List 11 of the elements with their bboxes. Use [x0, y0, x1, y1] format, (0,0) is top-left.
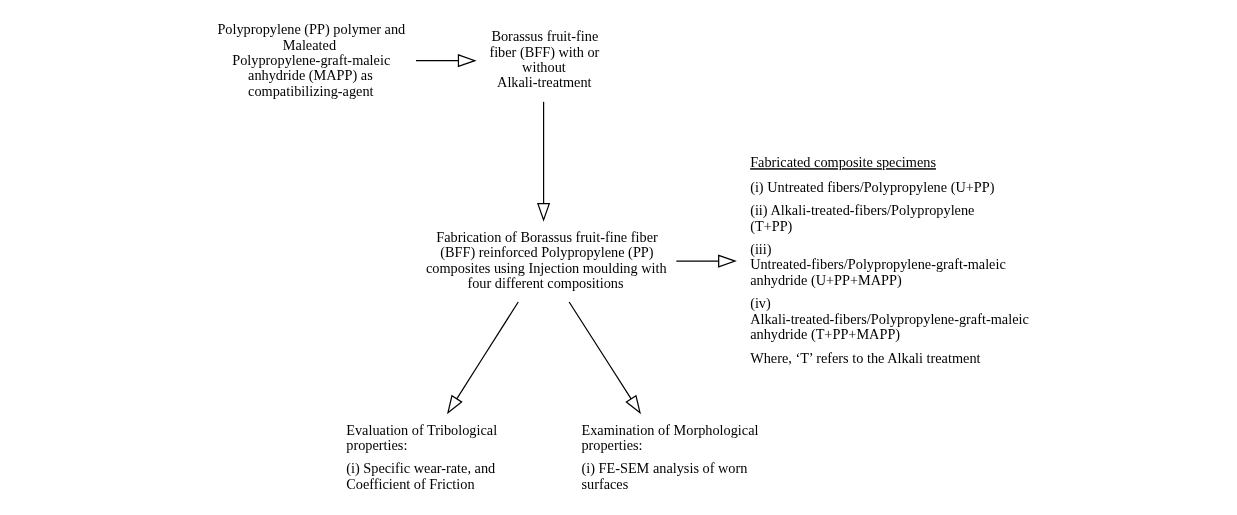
node-text: Evaluation of Tribological properties: (i) Specific wear-rate, and Coefficient of Friction: [345, 421, 497, 492]
node-text: Fabricated composite specimens (i) Untreated fibers/Polypropylene (U+PP) (ii) Alkali-treated-fibers/Polypropylene (T+PP) (iii) Untreated-fibers/Polypropylene-graft-maleic anhydride (U+PP+MAPP) (iv) Alkali-treated-fibers/Polypropylene-graft-maleic anhydride (T+PP+MAPP) Where, ‘T’ refers to the Alkali treatment: [749, 154, 1029, 366]
node-text: Polypropylene (PP) polymer and Maleated Polypropylene-graft-maleic anhydride (MAPP) as compatibilizing-agent: [216, 21, 405, 99]
node-text: Borassus fruit-fine fiber (BFF) with or without Alkali-treatment: [488, 28, 599, 91]
arrow: [568, 301, 641, 415]
arrow: [414, 54, 477, 68]
arrow: [675, 254, 737, 268]
arrow: [446, 301, 519, 415]
node-text: Examination of Morphological properties: (i) FE-SEM analysis of worn surfaces: [580, 421, 759, 492]
node-text: Fabrication of Borassus fruit-fine fiber (BFF) reinforced Polypropylene (PP) composites using Injection moulding with four different compositions: [425, 228, 667, 291]
arrow: [536, 101, 550, 222]
